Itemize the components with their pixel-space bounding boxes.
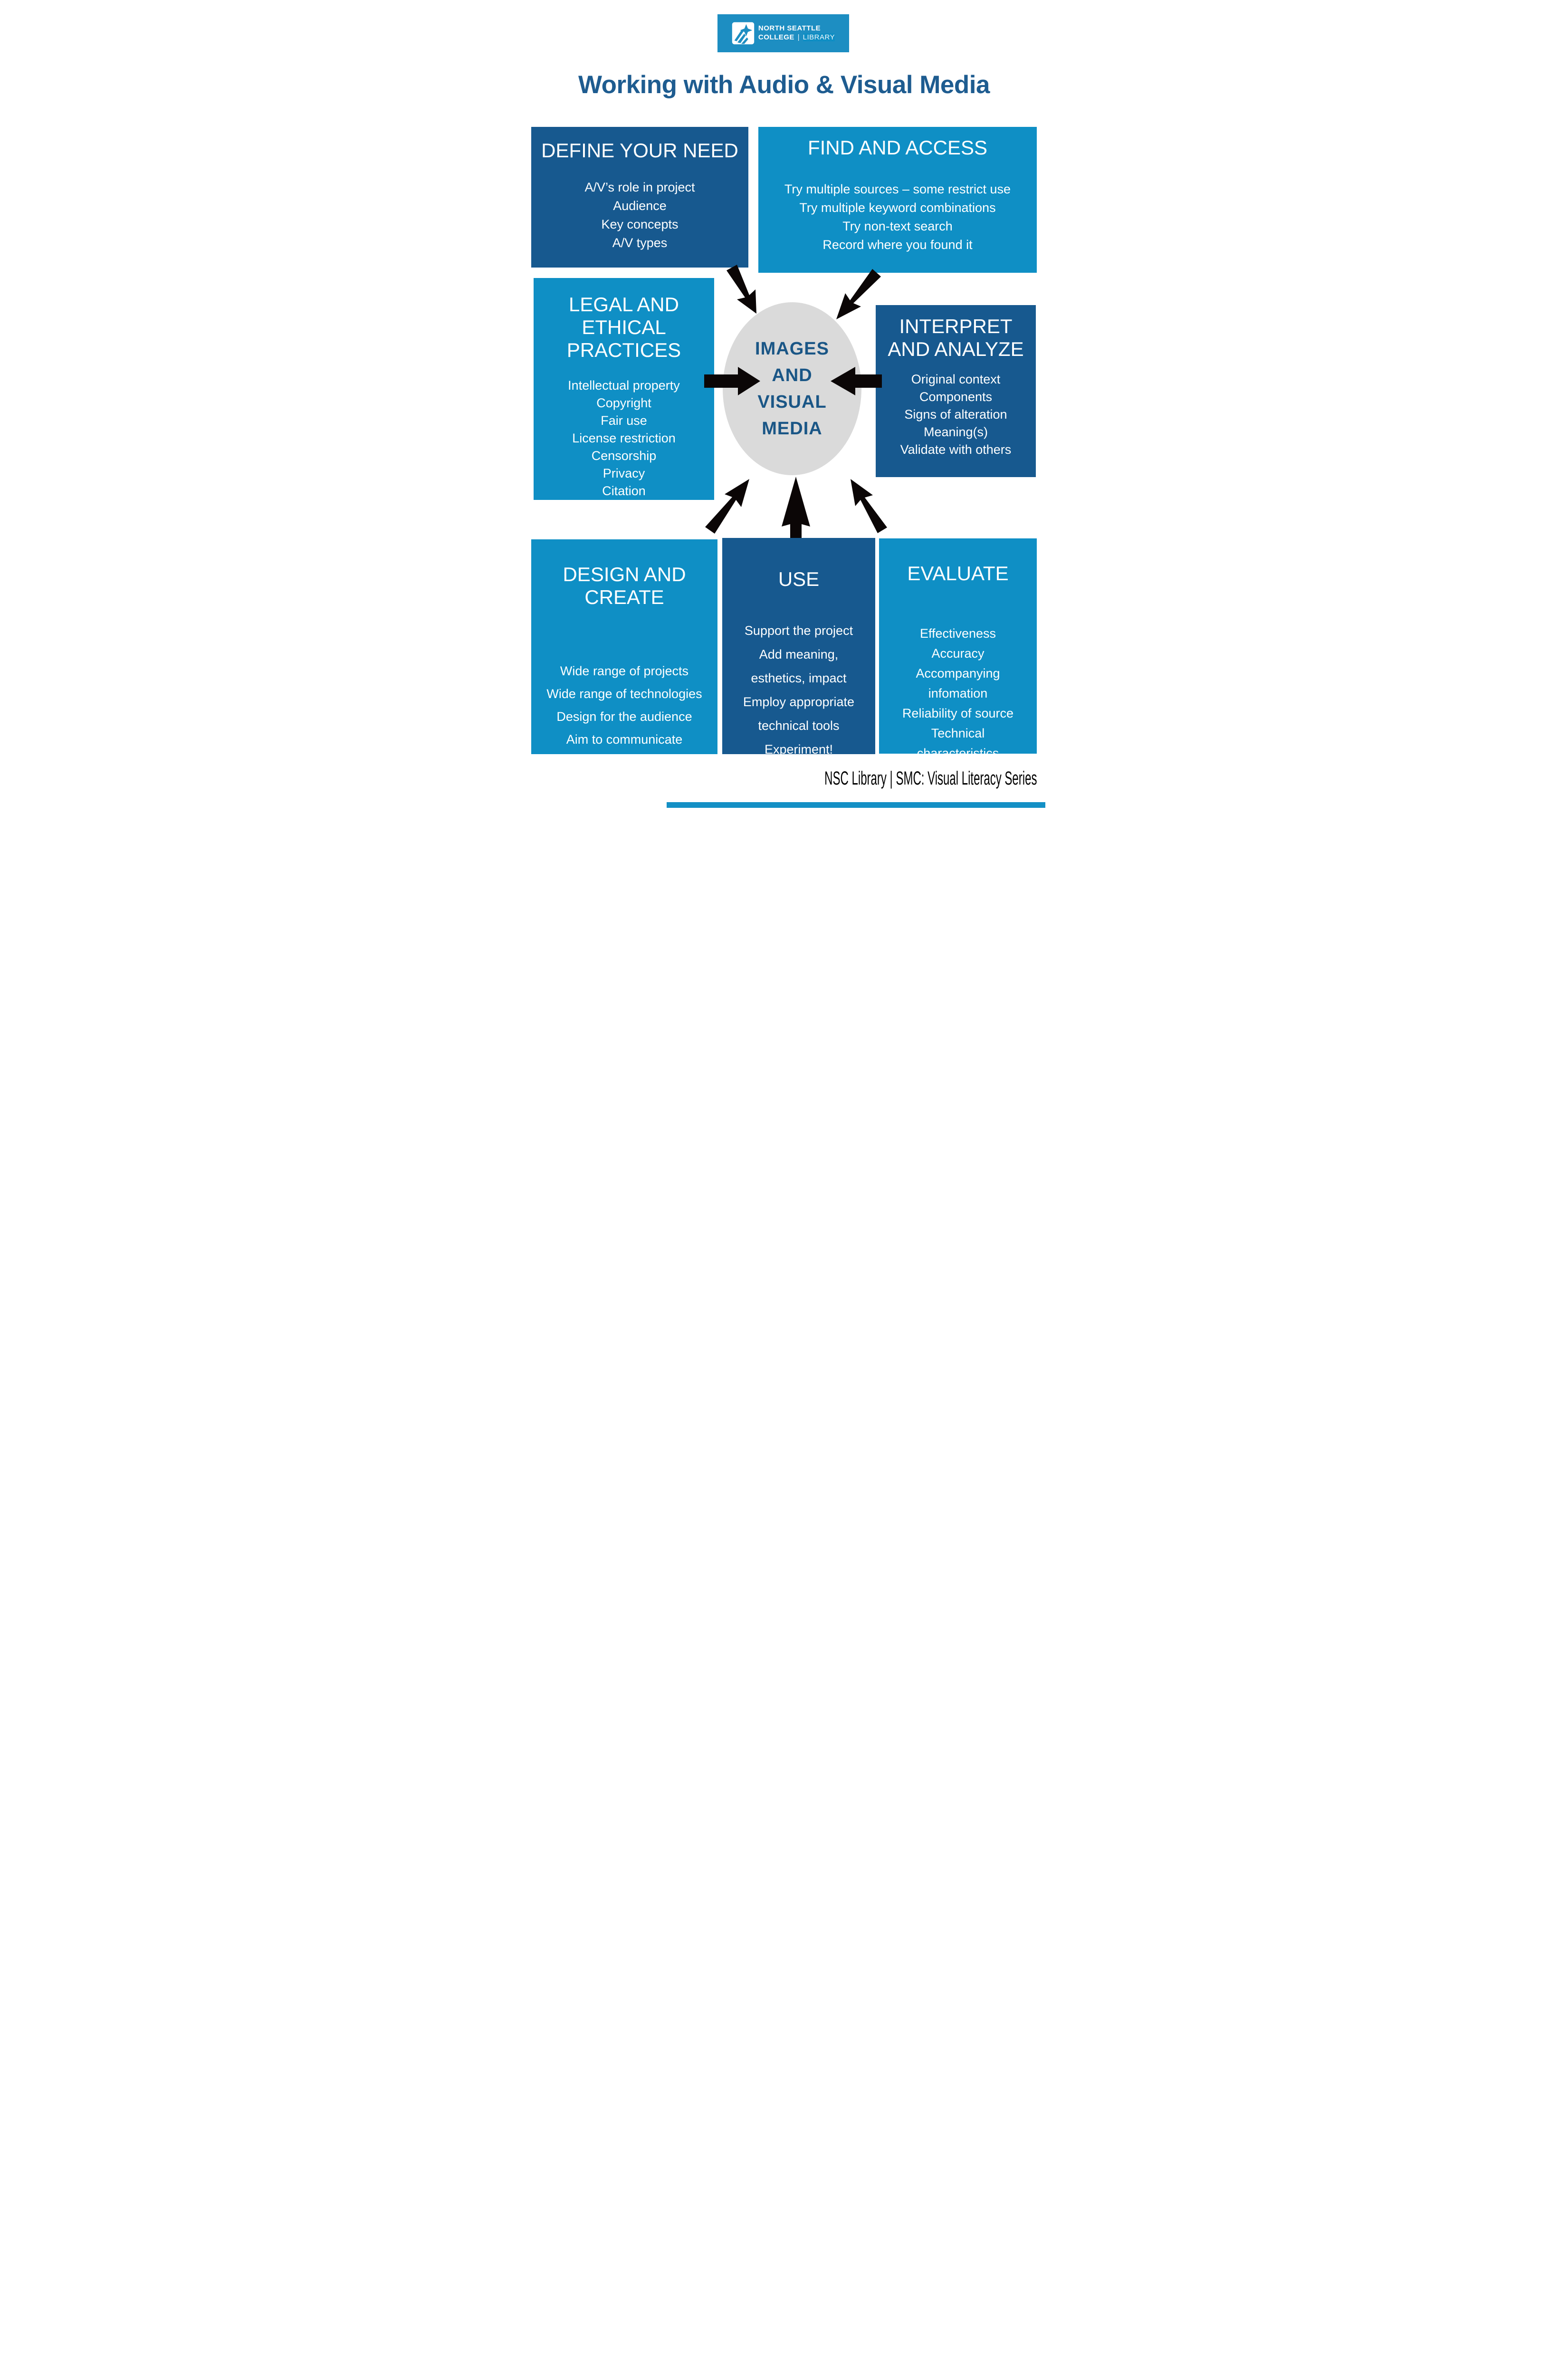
central-hub-label: IMAGES AND VISUAL MEDIA <box>755 339 829 439</box>
box-define-your-need: DEFINE YOUR NEED A/V’s role in project A… <box>531 127 748 268</box>
library-logo-banner: NORTH SEATTLE COLLEGE | LIBRARY <box>717 14 849 52</box>
logo-library-label: LIBRARY <box>803 33 835 41</box>
box-legal-title: LEGAL AND ETHICAL PRACTICES <box>566 293 681 361</box>
box-legal-items: Intellectual property Copyright Fair use… <box>568 378 680 498</box>
logo-line-college-library: COLLEGE | LIBRARY <box>758 33 835 42</box>
box-find-title: FIND AND ACCESS <box>807 136 988 159</box>
logo-line-north-seattle: NORTH SEATTLE <box>758 24 821 33</box>
box-design-title: DESIGN AND CREATE <box>563 563 686 608</box>
box-find-and-access: FIND AND ACCESS Try multiple sources – s… <box>758 127 1037 273</box>
box-legal-and-ethical-practices: LEGAL AND ETHICAL PRACTICES Intellectual… <box>534 278 714 500</box>
box-design-and-create: DESIGN AND CREATE Wide range of projects… <box>531 539 717 769</box>
arrow-evaluate-to-center-icon <box>851 479 887 533</box>
arrow-define-to-center-icon <box>727 265 756 314</box>
box-interpret-items: Original context Components Signs of alt… <box>900 372 1012 457</box>
box-interpret-title: INTERPRET AND ANALYZE <box>888 315 1024 360</box>
box-use-title: USE <box>778 568 820 590</box>
page-title: Working with Audio & Visual Media <box>578 71 990 99</box>
bottom-accent-strip <box>667 802 1045 808</box>
college-star-logo-icon <box>732 22 755 45</box>
box-evaluate-items: Effectiveness Accuracy Accompanying info… <box>902 626 1014 760</box>
box-design-items: Wide range of projects Wide range of tec… <box>546 664 702 769</box>
logo-separator: | <box>797 33 800 41</box>
box-use: USE Support the project Add meaning, est… <box>722 538 875 757</box>
box-evaluate: EVALUATE Effectiveness Accuracy Accompan… <box>879 538 1037 760</box>
box-define-items: A/V’s role in project Audience Key conce… <box>584 180 695 250</box>
box-interpret-and-analyze: INTERPRET AND ANALYZE Original context C… <box>876 305 1036 477</box>
central-hub-ellipse: IMAGES AND VISUAL MEDIA <box>723 302 861 475</box>
box-define-title: DEFINE YOUR NEED <box>541 139 738 162</box>
box-evaluate-title: EVALUATE <box>907 562 1009 584</box>
arrow-find-to-center-icon <box>836 269 881 319</box>
box-use-items: Support the project Add meaning, estheti… <box>743 623 855 757</box>
logo-college-label: COLLEGE <box>758 33 794 41</box>
infographic-poster: NORTH SEATTLE COLLEGE | LIBRARY Working … <box>523 0 1045 808</box>
arrow-use-to-center-icon <box>782 477 810 538</box>
logo-text: NORTH SEATTLE COLLEGE | LIBRARY <box>758 24 835 42</box>
box-find-items: Try multiple sources – some restrict use… <box>784 182 1011 252</box>
footer-credit: NSC Library | SMC: Visual Literacy Serie… <box>824 768 1037 789</box>
